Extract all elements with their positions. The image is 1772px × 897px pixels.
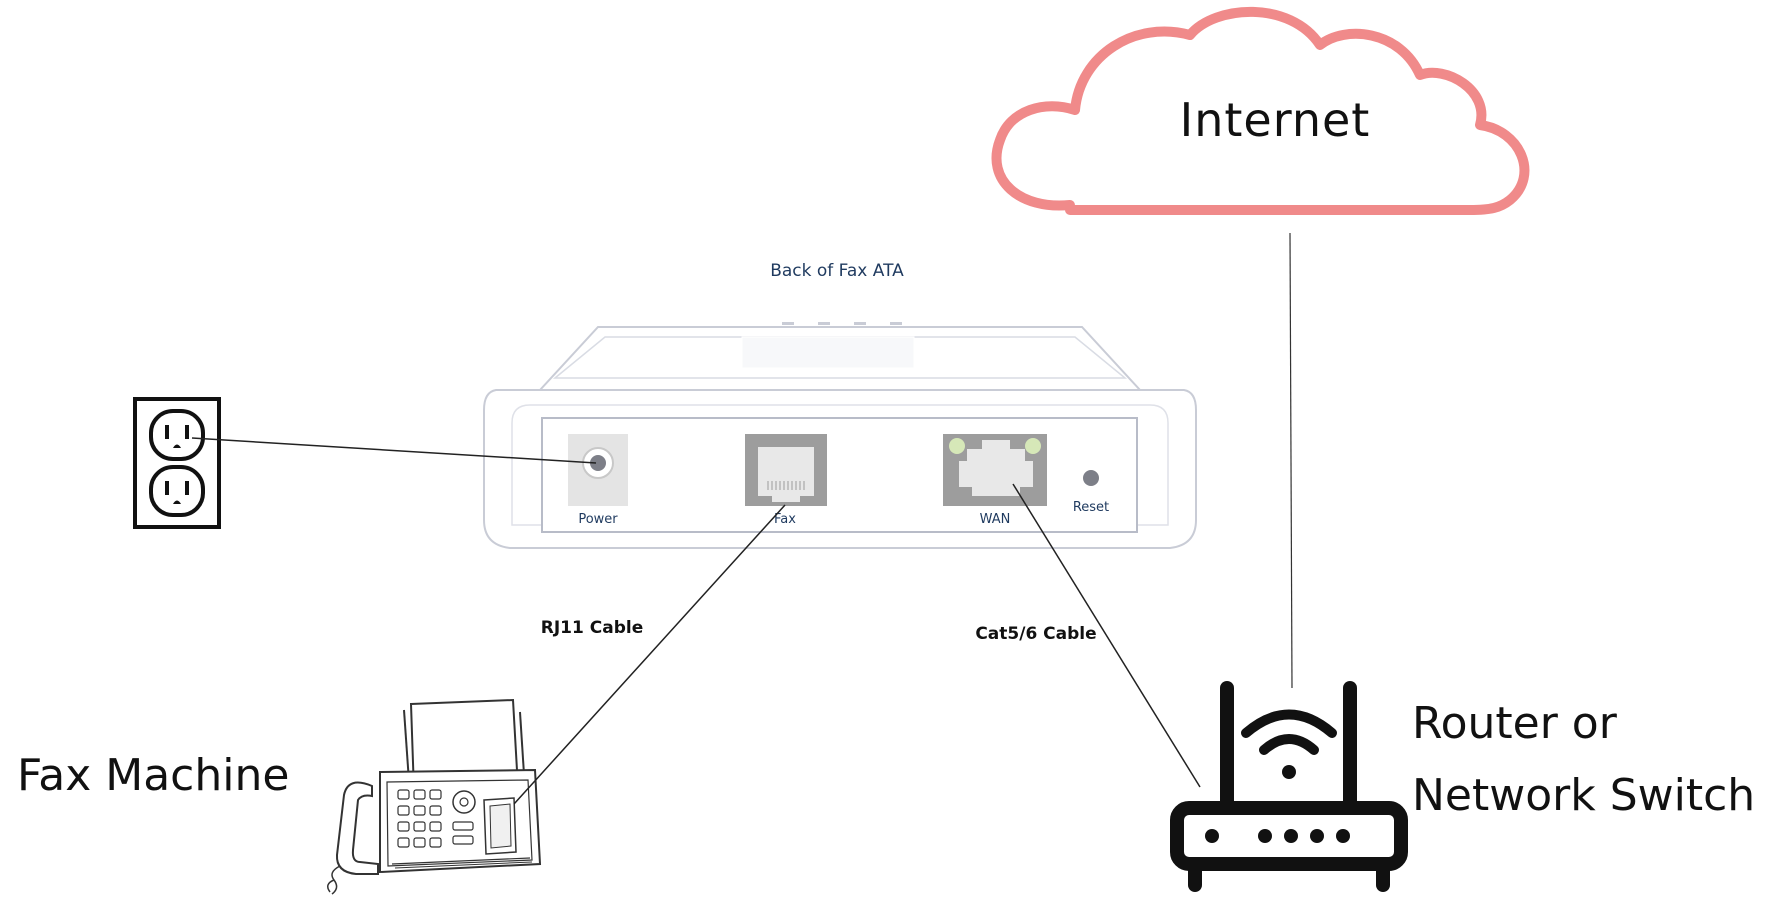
fax-machine-icon: [327, 698, 542, 895]
power-outlet-icon: [133, 397, 221, 529]
wifi-router-icon: [1170, 681, 1408, 892]
rj11-cable-label: RJ11 Cable: [541, 618, 643, 638]
internet-uplink-line: [1289, 232, 1293, 689]
fax-ata-device: Power Fax WAN Reset: [483, 322, 1197, 549]
internet-label: Internet: [1180, 93, 1371, 147]
rj11-cable-line: [513, 504, 786, 805]
device-caption: Back of Fax ATA: [770, 261, 904, 281]
fax-port: [745, 434, 827, 506]
reset-label: Reset: [1073, 500, 1109, 515]
cat-cable-line: [1012, 483, 1201, 788]
power-port-label: Power: [578, 512, 618, 527]
wan-port-label: WAN: [980, 512, 1011, 527]
cloud-icon: [991, 6, 1530, 215]
cat-cable-label: Cat5/6 Cable: [975, 624, 1096, 644]
power-port: [568, 434, 628, 506]
power-cable-line: [191, 437, 597, 464]
reset-button: [1083, 470, 1099, 486]
wan-port: [943, 434, 1047, 506]
router-label-line1: Router or: [1412, 698, 1618, 749]
router-label-line2: Network Switch: [1412, 770, 1755, 821]
fax-machine-label: Fax Machine: [17, 750, 289, 801]
fax-port-label: Fax: [774, 512, 796, 527]
